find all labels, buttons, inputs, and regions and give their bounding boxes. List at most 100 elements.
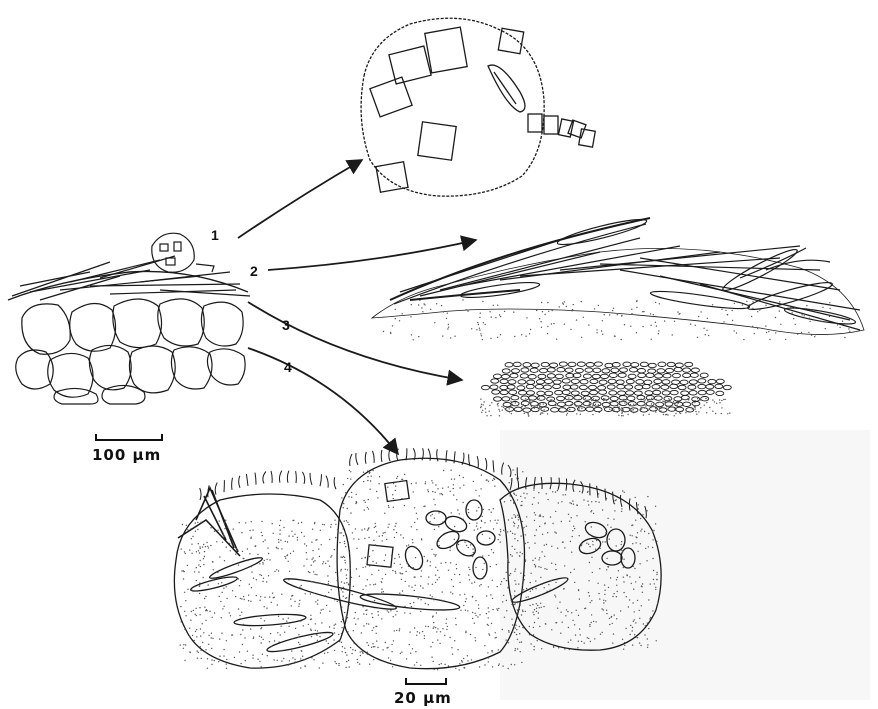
stipple-dot xyxy=(675,413,676,414)
stipple-dot xyxy=(467,660,468,661)
stipple-dot xyxy=(620,404,621,405)
stipple-dot xyxy=(526,493,527,494)
stipple-dot xyxy=(514,580,515,581)
stipple-dot xyxy=(408,566,409,567)
stipple-dot xyxy=(595,501,596,502)
stipple-dot xyxy=(599,568,600,569)
stipple-dot xyxy=(372,617,373,618)
stipple-dot xyxy=(583,399,584,400)
stipple-dot xyxy=(400,534,401,535)
stipple-dot xyxy=(529,402,530,403)
stipple-dot xyxy=(450,491,451,492)
stipple-dot xyxy=(495,632,496,633)
stipple-dot xyxy=(210,545,211,546)
stipple-dot xyxy=(344,557,345,558)
stipple-dot xyxy=(734,303,735,304)
stipple-dot xyxy=(403,537,404,538)
stipple-dot xyxy=(395,523,396,524)
stipple-dot xyxy=(480,488,481,489)
stipple-dot xyxy=(390,332,391,333)
stipple-dot xyxy=(363,481,364,482)
stipple-dot xyxy=(518,519,519,520)
stipple-dot xyxy=(314,522,315,523)
stipple-dot xyxy=(401,579,402,580)
stipple-dot xyxy=(704,405,705,406)
stipple-dot xyxy=(183,644,184,645)
stipple-dot xyxy=(184,611,185,612)
stipple-dot xyxy=(343,484,344,485)
stipple-dot xyxy=(829,316,830,317)
stipple-dot xyxy=(636,332,637,333)
stipple-dot xyxy=(435,567,436,568)
stipple-dot xyxy=(647,638,648,639)
stipple-dot xyxy=(514,590,515,591)
stipple-dot xyxy=(409,631,410,632)
stipple-dot xyxy=(477,528,478,529)
stipple-dot xyxy=(544,314,545,315)
stipple-dot xyxy=(539,405,540,406)
stipple-dot xyxy=(658,330,659,331)
stipple-dot xyxy=(534,535,535,536)
stipple-dot xyxy=(474,529,475,530)
stipple-dot xyxy=(350,478,351,479)
stipple-dot xyxy=(398,481,399,482)
stipple-dot xyxy=(239,522,240,523)
stipple-dot xyxy=(827,334,828,335)
stipple-dot xyxy=(603,609,604,610)
stipple-dot xyxy=(468,547,469,548)
stipple-dot xyxy=(230,550,231,551)
stipple-dot xyxy=(537,605,538,606)
stipple-dot xyxy=(526,588,527,589)
stipple-dot xyxy=(432,642,433,643)
stipple-dot xyxy=(264,560,265,561)
stipple-dot xyxy=(518,517,519,518)
stipple-dot xyxy=(328,592,329,593)
stipple-dot xyxy=(692,408,693,409)
stipple-dot xyxy=(640,518,641,519)
stipple-dot xyxy=(351,497,352,498)
stipple-dot xyxy=(534,407,535,408)
stipple-dot xyxy=(474,582,475,583)
stipple-dot xyxy=(648,533,649,534)
stipple-dot xyxy=(329,539,330,540)
stipple-dot xyxy=(524,575,525,576)
stipple-dot xyxy=(405,571,406,572)
stipple-dot xyxy=(588,544,589,545)
stipple-dot xyxy=(547,532,548,533)
stipple-dot xyxy=(849,331,850,332)
stipple-dot xyxy=(375,523,376,524)
stipple-dot xyxy=(517,610,518,611)
stipple-dot xyxy=(437,669,438,670)
stipple-dot xyxy=(450,470,451,471)
stipple-dot xyxy=(697,398,698,399)
stipple-dot xyxy=(462,661,463,662)
stipple-dot xyxy=(195,531,196,532)
stipple-dot xyxy=(504,501,505,502)
stipple-dot xyxy=(410,653,411,654)
stipple-dot xyxy=(298,634,299,635)
stipple-dot xyxy=(506,580,507,581)
stipple-dot xyxy=(484,401,485,402)
stipple-dot xyxy=(222,608,223,609)
stipple-dot xyxy=(328,583,329,584)
stipple-dot xyxy=(571,612,572,613)
stipple-dot xyxy=(589,546,590,547)
stipple-dot xyxy=(563,588,564,589)
stipple-dot xyxy=(511,479,512,480)
stipple-dot xyxy=(390,333,391,334)
stipple-dot xyxy=(648,414,649,415)
stipple-dot xyxy=(238,608,239,609)
stipple-dot xyxy=(418,304,419,305)
stipple-dot xyxy=(695,325,696,326)
stipple-dot xyxy=(612,623,613,624)
stipple-dot xyxy=(584,608,585,609)
stipple-dot xyxy=(439,577,440,578)
stipple-dot xyxy=(540,321,541,322)
stipple-dot xyxy=(295,628,296,629)
stipple-dot xyxy=(300,620,301,621)
stipple-dot xyxy=(780,324,781,325)
stipple-dot xyxy=(200,522,201,523)
stipple-dot xyxy=(390,610,391,611)
stipple-dot xyxy=(419,300,420,301)
stipple-dot xyxy=(300,658,301,659)
